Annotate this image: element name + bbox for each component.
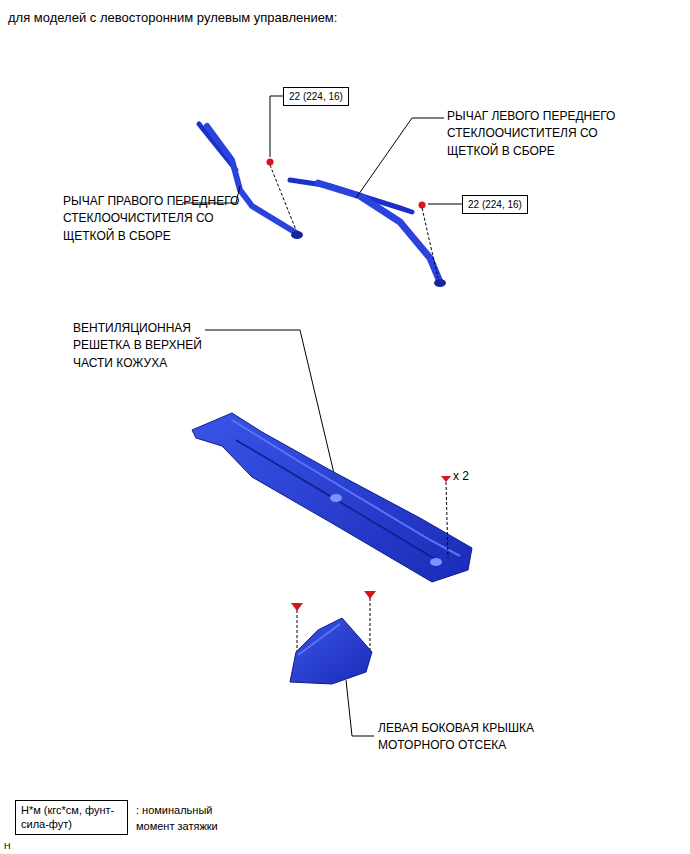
legend-torque-box-text: Н*м (кгс*см, фунт-сила-фут) [21, 803, 122, 832]
title: для моделей с левосторонним рулевым упра… [8, 9, 337, 28]
torque-callout: 22 (224, 16) [462, 195, 528, 214]
leader-line [428, 204, 462, 205]
quantity-mark: x 2 [453, 468, 469, 485]
part-name: ВЕНТИЛЯЦИОННАЯ РЕШЕТКА В ВЕРХНЕЙ ЧАСТИ К… [73, 320, 231, 372]
legend-text: : номинальный момент затяжки [136, 803, 246, 835]
side-cover [290, 618, 372, 684]
torque-callout-text: 22 (224, 16) [468, 198, 522, 211]
torque-callout-text: 22 (224, 16) [289, 90, 343, 103]
figure-code: H [4, 840, 11, 853]
nuts [267, 159, 439, 279]
part-name: РЫЧАГ ПРАВОГО ПЕРЕДНЕГО СТЕКЛООЧИСТИТЕЛЯ… [63, 193, 241, 245]
right-wiper-arm [199, 124, 303, 239]
left-wiper-arm [290, 180, 446, 287]
legend-torque-box: Н*м (кгс*см, фунт-сила-фут) [15, 800, 128, 835]
leader-line [346, 680, 374, 736]
part-name: РЫЧАГ ЛЕВОГО ПЕРЕДНЕГО СТЕКЛООЧИСТИТЕЛЯ … [447, 108, 625, 160]
leader-line [356, 118, 444, 198]
leader-line [270, 96, 283, 157]
cowl-louver [192, 413, 472, 582]
torque-callout: 22 (224, 16) [283, 87, 349, 106]
part-name: ЛЕВАЯ БОКОВАЯ КРЫШКА МОТОРНОГО ОТСЕКА [378, 720, 568, 755]
